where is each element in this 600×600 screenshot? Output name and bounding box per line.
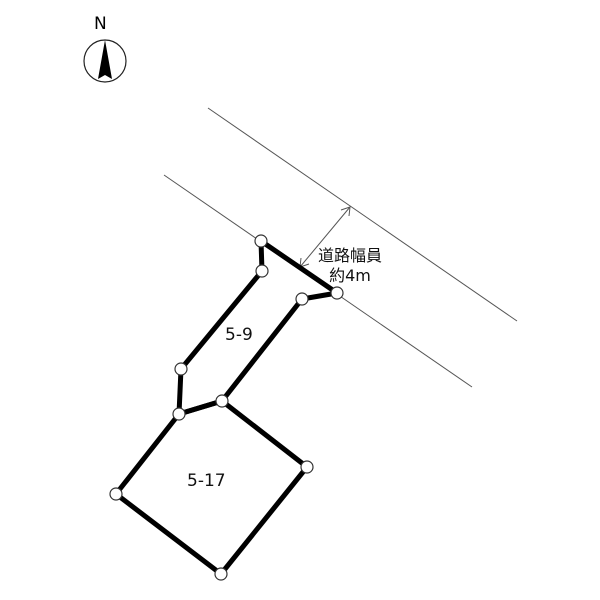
lot-5-17-boundary — [113, 398, 310, 577]
north-label: N — [94, 14, 107, 34]
road-width-label: 道路幅員 約4m — [318, 246, 382, 286]
lot-label-5-9: 5-9 — [225, 325, 253, 345]
boundary-markers — [109, 234, 344, 581]
road-edge-upper — [207, 107, 518, 322]
lot-label-5-17: 5-17 — [187, 471, 226, 491]
road-width-value: 約4m — [329, 266, 371, 285]
road-width-title: 道路幅員 — [318, 246, 383, 265]
north-arrow-icon — [83, 39, 127, 83]
